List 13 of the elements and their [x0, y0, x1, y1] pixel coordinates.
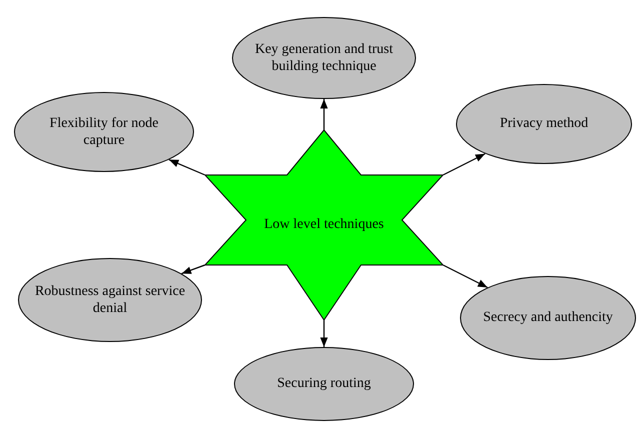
node-label: Robustness against service denial — [34, 282, 186, 318]
node-label: Flexibility for node capture — [48, 114, 160, 150]
node-label: Privacy method — [500, 115, 588, 133]
node-label: Low level techniques — [264, 216, 384, 234]
arrow — [168, 159, 206, 176]
arrow — [320, 320, 328, 347]
arrow — [181, 264, 206, 274]
node-label: Securing routing — [277, 375, 371, 393]
node-label: Key generation and trust building technique — [254, 40, 394, 76]
arrow — [442, 153, 486, 176]
node-label: Secrecy and authencity — [483, 309, 613, 327]
arrow — [442, 264, 488, 288]
arrow — [320, 99, 328, 130]
